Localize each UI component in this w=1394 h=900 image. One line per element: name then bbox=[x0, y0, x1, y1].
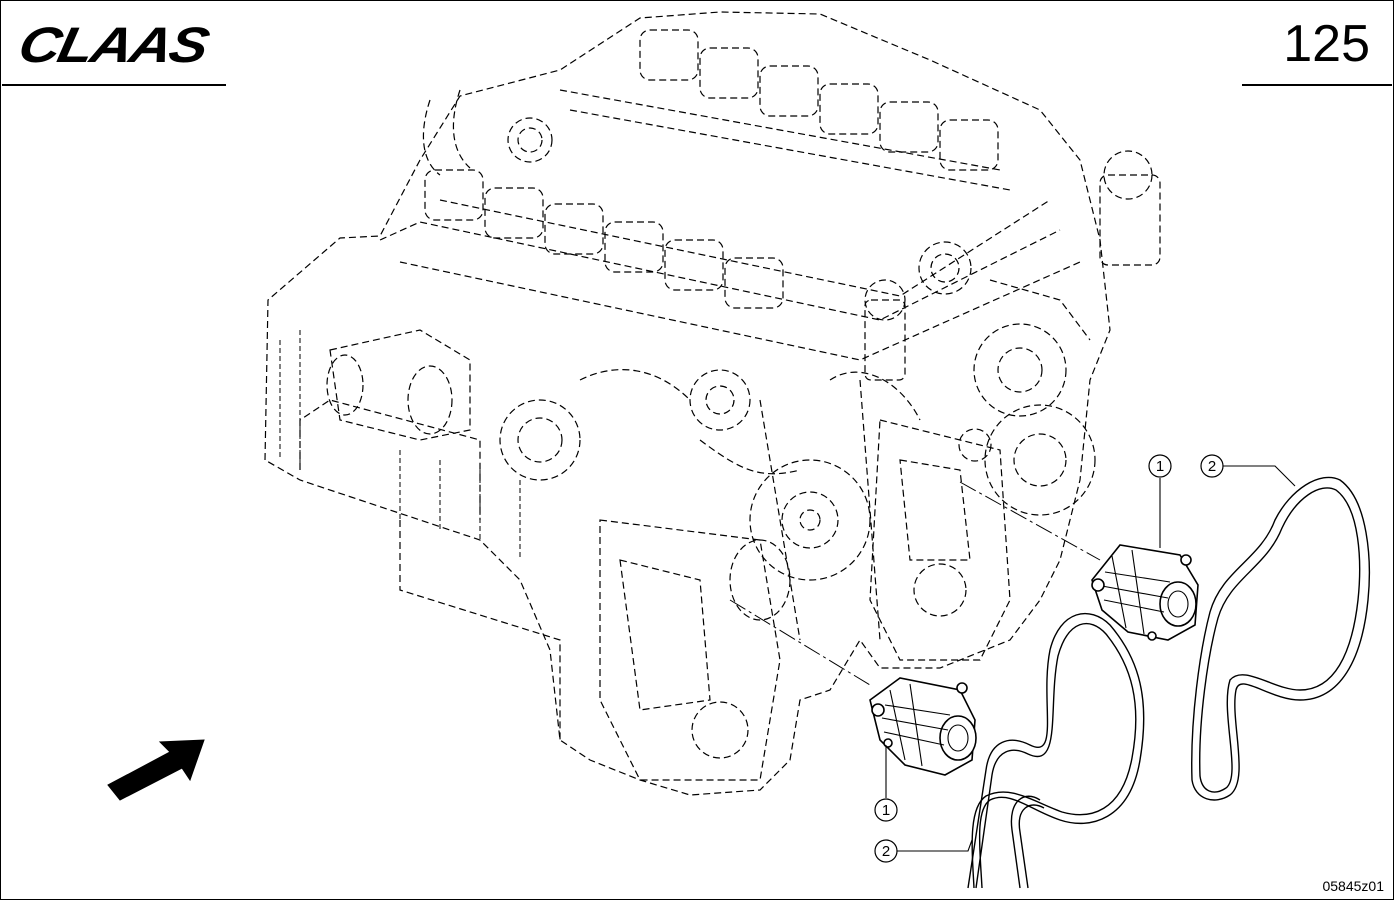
alternator-axis-1 bbox=[729, 599, 871, 686]
engine-block bbox=[264, 11, 1161, 796]
page-number: 125 bbox=[1283, 15, 1370, 73]
callout-1-lower: 1 bbox=[874, 745, 898, 822]
viewing-direction-arrow bbox=[107, 739, 205, 801]
alternator-2 bbox=[1091, 544, 1199, 641]
alternator-axis-2 bbox=[959, 481, 1101, 561]
drawing-id: 05845z01 bbox=[1322, 878, 1384, 894]
callout-label: 1 bbox=[1156, 458, 1164, 475]
callout-label: 1 bbox=[882, 802, 890, 819]
callout-2-lower: 2 bbox=[874, 839, 973, 863]
callout-1-upper: 1 bbox=[1148, 454, 1172, 548]
header-rule-left bbox=[2, 84, 226, 86]
poly-v-belt-2 bbox=[1191, 476, 1370, 801]
callout-label: 2 bbox=[1208, 458, 1216, 475]
poly-v-belt-1 bbox=[967, 612, 1145, 889]
svg-text:CLAAS: CLAAS bbox=[14, 22, 214, 68]
header-rule-right bbox=[1242, 84, 1392, 86]
claas-logo: CLAAS bbox=[14, 22, 236, 68]
callout-2-upper: 2 bbox=[1200, 454, 1296, 487]
callout-label: 2 bbox=[882, 843, 890, 860]
alternator-1 bbox=[869, 677, 977, 776]
